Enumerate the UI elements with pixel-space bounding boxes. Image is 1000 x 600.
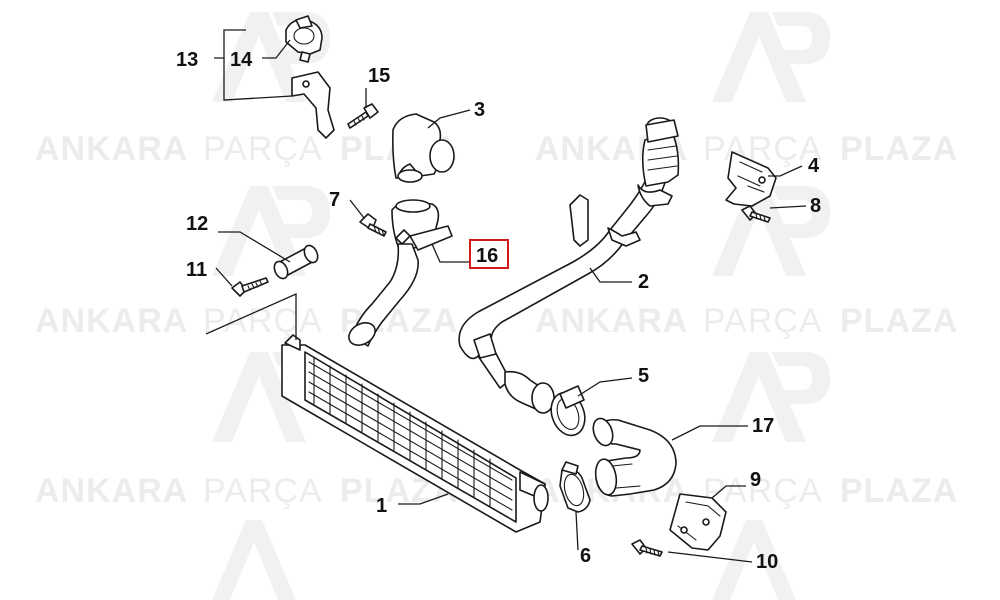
watermark-brand-middle: PARÇA [203,130,323,168]
callout-14: 14 [230,49,253,71]
callout-16: 16 [476,245,498,267]
leader-9 [711,485,746,499]
callout-6: 6 [580,545,591,567]
callout-5: 5 [638,365,649,387]
part-bolt-10[interactable] [631,539,663,557]
part-hose-clamp-lower[interactable] [559,461,591,513]
part-bracket-right[interactable] [725,151,777,207]
leader-17 [671,425,748,441]
ap-logo-icon [212,186,330,276]
leader-16 [431,243,470,263]
callout-16-highlighted[interactable]: 16 [469,239,509,269]
callout-15: 15 [368,65,390,87]
callout-labels: 13 14 15 3 7 12 11 1 2 4 8 5 17 9 10 6 1… [176,49,821,573]
ap-logo-icon [712,186,830,276]
leader-13-lower [223,58,293,101]
part-side-bracket-plate[interactable] [669,493,727,551]
callout-7: 7 [329,189,340,211]
watermark-row: ANKARA PARÇA PLAZA [35,472,457,510]
watermark-brand-suffix: PLAZA [840,130,958,168]
callout-1: 1 [376,495,387,517]
watermark-brand-middle: PARÇA [203,472,323,510]
part-intercooler[interactable] [281,334,549,533]
leader-2 [589,267,632,283]
ap-logo-icon [712,520,796,600]
leader-7 [349,199,365,219]
watermark-brand-prefix: ANKARA [35,302,188,340]
watermark-brand-middle: PARÇA [703,130,823,168]
part-bolt-8[interactable] [741,205,771,223]
callout-17: 17 [752,415,774,437]
watermark-brand-suffix: PLAZA [840,302,958,340]
leader-4 [768,165,803,177]
watermark-brand-prefix: ANKARA [535,302,688,340]
callout-8: 8 [810,195,821,217]
watermark-brand-middle: PARÇA [203,302,323,340]
part-clamp-bracket[interactable] [291,71,335,139]
part-hose-clamp-upper[interactable] [545,385,590,440]
leader-1 [398,493,449,505]
watermark-brand-suffix: PLAZA [840,472,958,510]
callout-4: 4 [808,155,820,177]
callout-10: 10 [756,551,778,573]
part-long-intake-pipe[interactable] [458,117,680,414]
part-bolt-11[interactable] [231,277,269,297]
leader-bracket-left [205,292,297,340]
callout-2: 2 [638,271,649,293]
part-short-hose[interactable] [590,416,677,497]
callout-3: 3 [474,99,485,121]
leader-12 [218,231,291,263]
callout-9: 9 [750,469,761,491]
leader-5 [577,377,633,397]
watermark-brand-prefix: ANKARA [35,130,188,168]
part-bolt-15[interactable] [347,103,379,129]
callout-13: 13 [176,49,198,71]
callout-12: 12 [186,213,208,235]
ap-logo-icon [712,12,830,102]
leader-13 [214,29,246,59]
ap-logo-icon [712,352,830,442]
watermark-row: ANKARA PARÇA PLAZA [35,302,457,340]
leader-lines [205,29,807,563]
leader-11 [215,267,233,287]
watermark-brand-middle: PARÇA [703,302,823,340]
callout-11: 11 [186,259,207,281]
leader-10 [667,551,753,563]
leader-3 [427,109,471,129]
part-spacer-bush[interactable] [272,243,320,280]
leader-6 [575,511,579,551]
watermark-brand-middle: PARÇA [703,472,823,510]
part-elbow-hose[interactable] [392,113,455,183]
ap-logo-icon [212,520,296,600]
part-intake-hose-highlighted[interactable] [345,199,453,350]
leader-14 [262,39,291,59]
part-pipe-clamp[interactable] [285,15,323,63]
watermark-brand-prefix: ANKARA [35,472,188,510]
watermark-row: ANKARA PARÇA PLAZA [535,302,958,340]
highlight-box [469,239,509,269]
leader-8 [769,205,807,209]
